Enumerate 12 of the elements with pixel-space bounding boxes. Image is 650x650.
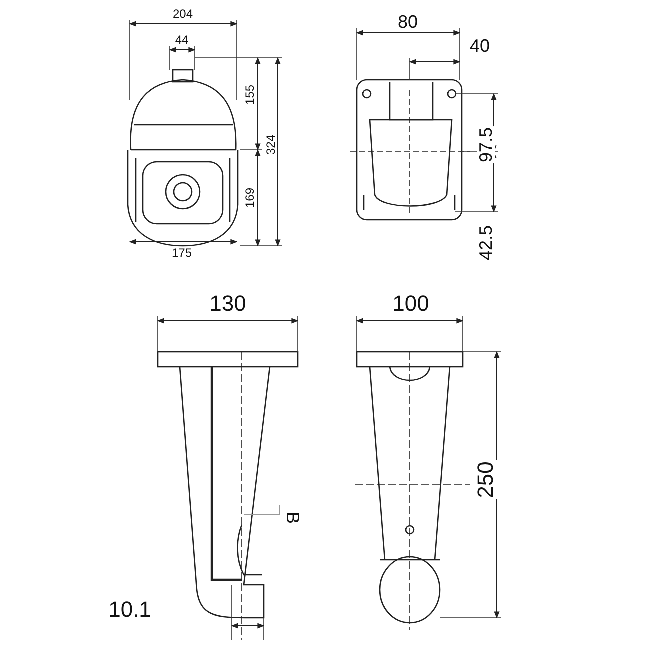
dimension-value: 324 bbox=[265, 134, 277, 156]
dimension-value: 80 bbox=[396, 13, 420, 31]
dimension-value: 204 bbox=[172, 8, 194, 20]
dimension-value: 169 bbox=[244, 186, 256, 210]
dimension-value: 155 bbox=[244, 84, 256, 106]
dimension-value: 44 bbox=[174, 34, 190, 46]
dimension-value: 42.5 bbox=[477, 224, 495, 262]
dimension-value: 250 bbox=[475, 460, 497, 500]
dimension-value: 40 bbox=[468, 37, 492, 55]
dimension-value: B bbox=[284, 511, 302, 525]
dimension-value: 97.5 bbox=[477, 126, 495, 164]
dimension-value: 175 bbox=[170, 247, 194, 259]
